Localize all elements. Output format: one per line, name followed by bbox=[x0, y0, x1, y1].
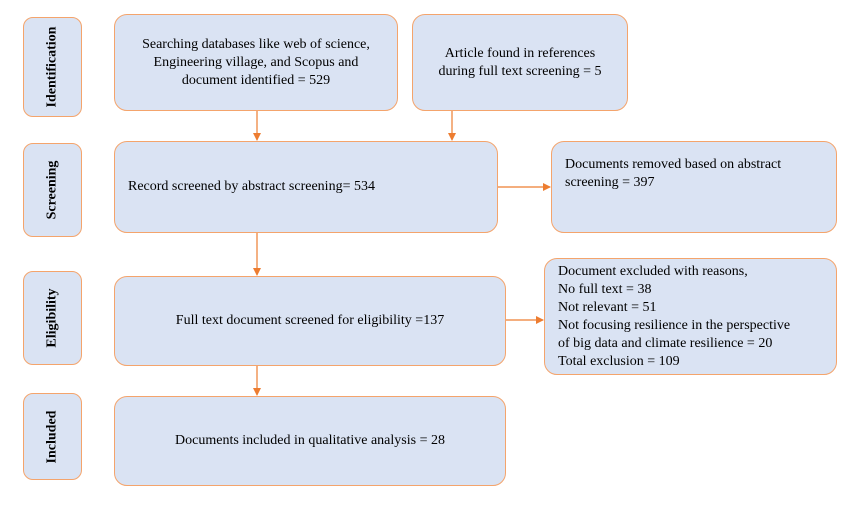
databases-line-1: Searching databases like web of science, bbox=[142, 36, 370, 52]
box-included-qualitative: Documents included in qualitative analys… bbox=[114, 396, 506, 486]
stage-label-included: Included bbox=[44, 410, 60, 463]
abstract-screening-text: Record screened by abstract screening= 5… bbox=[128, 179, 375, 194]
stage-identification: Identification bbox=[23, 17, 82, 117]
removed-line-1: Documents removed based on abstract bbox=[565, 157, 782, 172]
excluded-line-4: Not focusing resilience in the perspecti… bbox=[558, 317, 791, 333]
excluded-line-5: of big data and climate resilience = 20 bbox=[558, 335, 773, 351]
excluded-line-6: Total exclusion = 109 bbox=[558, 353, 680, 369]
excluded-line-2: No full text = 38 bbox=[558, 281, 652, 297]
box-abstract-screening: Record screened by abstract screening= 5… bbox=[114, 141, 498, 233]
stage-included: Included bbox=[23, 393, 82, 480]
box-databases-identified: Searching databases like web of science,… bbox=[114, 14, 398, 111]
databases-line-3: document identified = 529 bbox=[181, 72, 331, 88]
stage-label-identification: Identification bbox=[44, 26, 60, 108]
box-references-found: Article found in references during full … bbox=[412, 14, 628, 111]
fulltext-screening-text: Full text document screened for eligibil… bbox=[175, 313, 445, 328]
references-line-1: Article found in references bbox=[444, 45, 596, 61]
databases-line-2: Engineering village, and Scopus and bbox=[153, 54, 359, 70]
stage-label-screening: Screening bbox=[44, 160, 60, 220]
references-line-2: during full text screening = 5 bbox=[438, 63, 602, 79]
included-text: Documents included in qualitative analys… bbox=[175, 433, 445, 448]
box-fulltext-screening: Full text document screened for eligibil… bbox=[114, 276, 506, 366]
stage-label-eligibility: Eligibility bbox=[44, 288, 60, 348]
box-excluded-reasons: Document excluded with reasons, No full … bbox=[544, 258, 837, 375]
excluded-line-3: Not relevant = 51 bbox=[558, 299, 657, 315]
box-removed-abstract: Documents removed based on abstract scre… bbox=[551, 141, 837, 233]
stage-eligibility: Eligibility bbox=[23, 271, 82, 365]
removed-line-2: screening = 397 bbox=[565, 175, 655, 190]
stage-screening: Screening bbox=[23, 143, 82, 237]
excluded-line-1: Document excluded with reasons, bbox=[558, 263, 748, 279]
